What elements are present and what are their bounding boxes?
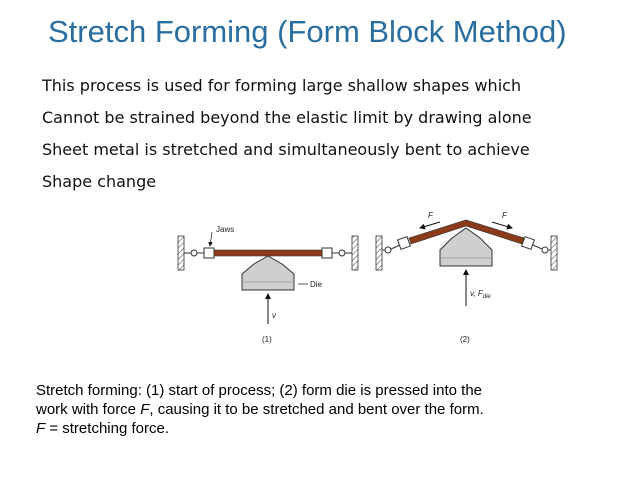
body-line-1: This process is used for forming large s…	[42, 76, 522, 95]
force-left-label: F	[428, 211, 434, 220]
panel-1-number: (1)	[262, 335, 272, 344]
panel-1: Jaws Die v (1)	[177, 225, 359, 344]
body-line-4: Shape change	[42, 172, 157, 191]
panel-2-number: (2)	[460, 335, 470, 344]
right-jaw-2	[520, 235, 536, 251]
figure-caption: Stretch forming: (1) start of process; (…	[36, 381, 596, 438]
left-jaw	[203, 247, 215, 259]
body-line-2: Cannot be strained beyond the elastic li…	[42, 108, 532, 127]
caption-line-2: work with force F, causing it to be stre…	[36, 401, 484, 418]
caption-line-1: Stretch forming: (1) start of process; (…	[36, 382, 483, 399]
body-text: This process is used for forming large s…	[42, 70, 532, 198]
right-wall-2	[550, 235, 558, 271]
left-jaw-2	[396, 235, 412, 251]
velocity-label-1: v	[272, 311, 277, 320]
stretch-forming-figure: Jaws Die v (1) F F v, Fdie	[177, 211, 558, 344]
body-line-3: Sheet metal is stretched and simultaneou…	[42, 140, 530, 159]
left-wall	[177, 235, 185, 271]
jaws-label: Jaws	[216, 225, 234, 234]
panel-2: F F v, Fdie (2)	[375, 211, 558, 344]
force-right-label: F	[502, 211, 508, 220]
left-wall-2	[375, 235, 383, 271]
die-label: Die	[310, 280, 323, 289]
caption-line-3: F = stretching force.	[36, 420, 169, 437]
die-2	[439, 227, 493, 267]
right-jaw	[321, 247, 333, 259]
die-1	[241, 255, 295, 291]
sheet-flat	[213, 249, 323, 257]
slide-title: Stretch Forming (Form Block Method)	[48, 14, 567, 49]
right-wall	[351, 235, 359, 271]
die-force-label: v, Fdie	[470, 289, 491, 300]
